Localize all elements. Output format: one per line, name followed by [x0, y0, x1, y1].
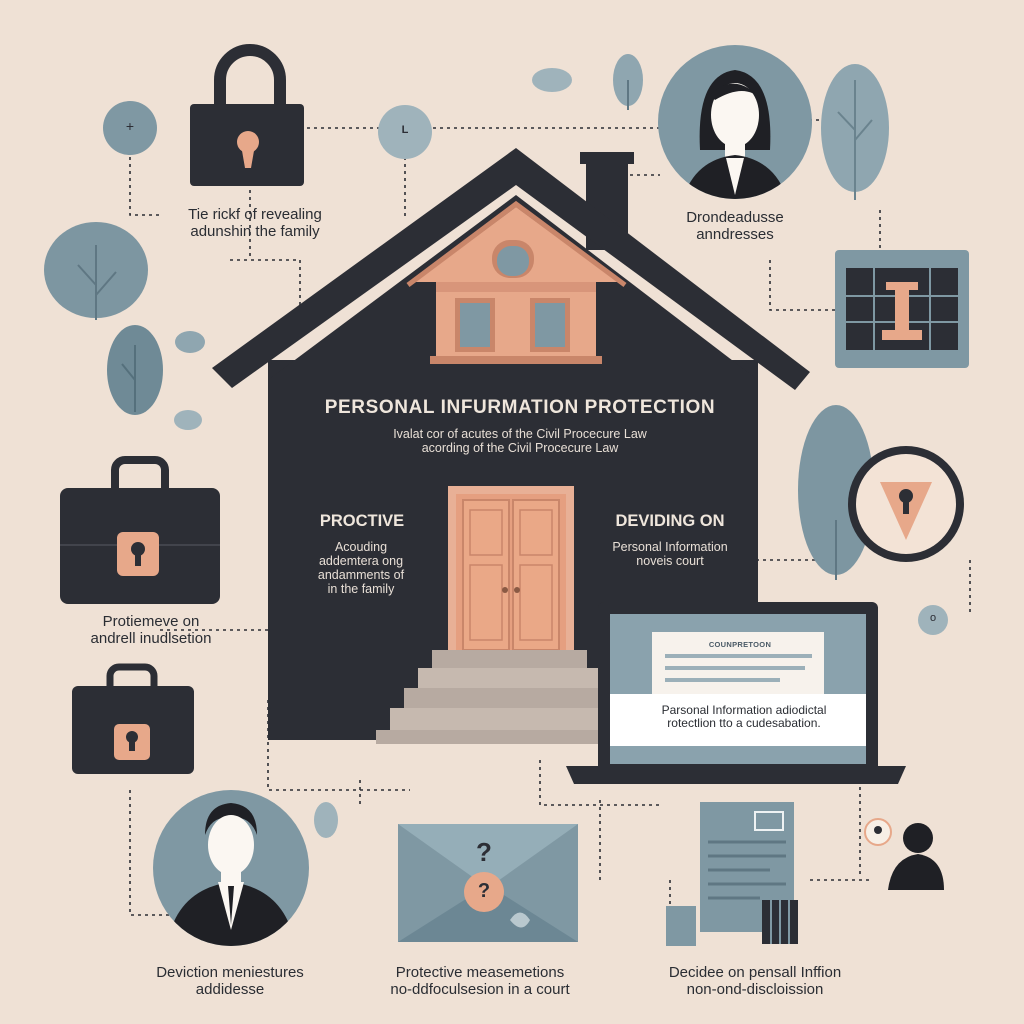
caption-line: Drondeadusse: [686, 209, 784, 226]
house-illustration: [212, 148, 810, 744]
laptop-screen-text: Parsonal Information adiodictal rotectli…: [624, 703, 864, 731]
right-panel-heading: DEVIDING ON: [615, 512, 725, 530]
right-panel-line: Personal Information: [612, 540, 728, 554]
caption-top-right: Drondeadusse anndresses: [655, 209, 815, 244]
house-subtitle: Ivalat cor of acutes of the Civil Procec…: [300, 427, 740, 455]
caption-bottom-right: Decidee on pensall Inffion non-ond-discl…: [630, 964, 880, 999]
caption-line: Decidee on pensall Inffion: [668, 964, 842, 981]
caption-line: andrell inudlsetion: [90, 629, 212, 647]
caption-line: adunshin the family: [190, 222, 320, 240]
house-subtitle-line: Ivalat cor of acutes of the Civil Procec…: [393, 427, 647, 441]
caption-line: Protective measemetions: [395, 964, 565, 981]
left-panel-line: andamments of: [317, 568, 405, 582]
plus-badge-label: +: [125, 118, 135, 134]
padlock-icon: [190, 44, 304, 186]
keyhole-badge-icon: [848, 446, 964, 562]
caption-line: Tie rickf of revealing: [188, 206, 322, 223]
caption-line: addidesse: [195, 980, 265, 998]
right-panel-line: noveis court: [636, 554, 704, 568]
laptop-text-line: rotectlion tto a cudesabation.: [667, 716, 821, 731]
letter-badge-label: L: [401, 124, 409, 136]
caption-line: Protiemeve on: [102, 613, 200, 630]
caption-line: non-ond-discloission: [686, 980, 824, 998]
question-mark-icon: ?: [477, 880, 491, 902]
laptop-illustration: [566, 602, 906, 784]
small-badges: [103, 101, 948, 635]
laptop-doc-header: COUNPRETOON: [708, 640, 772, 649]
left-panel-heading: PROCTIVE: [319, 512, 405, 530]
caption-line: Deviction meniestures: [156, 964, 304, 981]
woman-avatar: [658, 45, 812, 199]
caption-bottom-center: Protective measemetions no-ddfoculsesion…: [355, 964, 605, 999]
documents-icon: [666, 802, 798, 946]
house-subtitle-line: acording of the Civil Procecure Law: [421, 441, 619, 455]
house-title: PERSONAL INFURMATION PROTECTION: [324, 397, 716, 418]
caption-line: no-ddfoculsesion in a court: [390, 980, 570, 998]
caption-top-left: Tie rickf of revealing adunshin the fami…: [140, 206, 370, 241]
caption-line: anndresses: [696, 225, 774, 243]
question-mark-icon: ?: [476, 837, 492, 867]
man-avatar: [153, 790, 309, 946]
caption-bottom-left: Deviction meniestures addidesse: [115, 964, 345, 999]
small-badge-label: o: [929, 612, 937, 624]
laptop-text-line: Parsonal Information adiodictal: [661, 703, 827, 717]
briefcase-small-icon: [72, 663, 194, 774]
person-speech-icon: [864, 818, 944, 890]
left-panel-line: Acouding: [334, 540, 388, 554]
left-panel-line: addemtera ong: [318, 554, 404, 568]
right-panel-body: Personal Information noveis court: [580, 540, 760, 568]
envelope-icon: [398, 824, 578, 942]
caption-mid-left: Protiemeve on andrell inudlsetion: [56, 613, 246, 648]
courthouse-picture: [835, 250, 969, 368]
left-panel-line: in the family: [327, 582, 395, 596]
left-panel-body: Acouding addemtera ong andamments of in …: [296, 540, 426, 596]
briefcase-icon: [60, 456, 220, 604]
